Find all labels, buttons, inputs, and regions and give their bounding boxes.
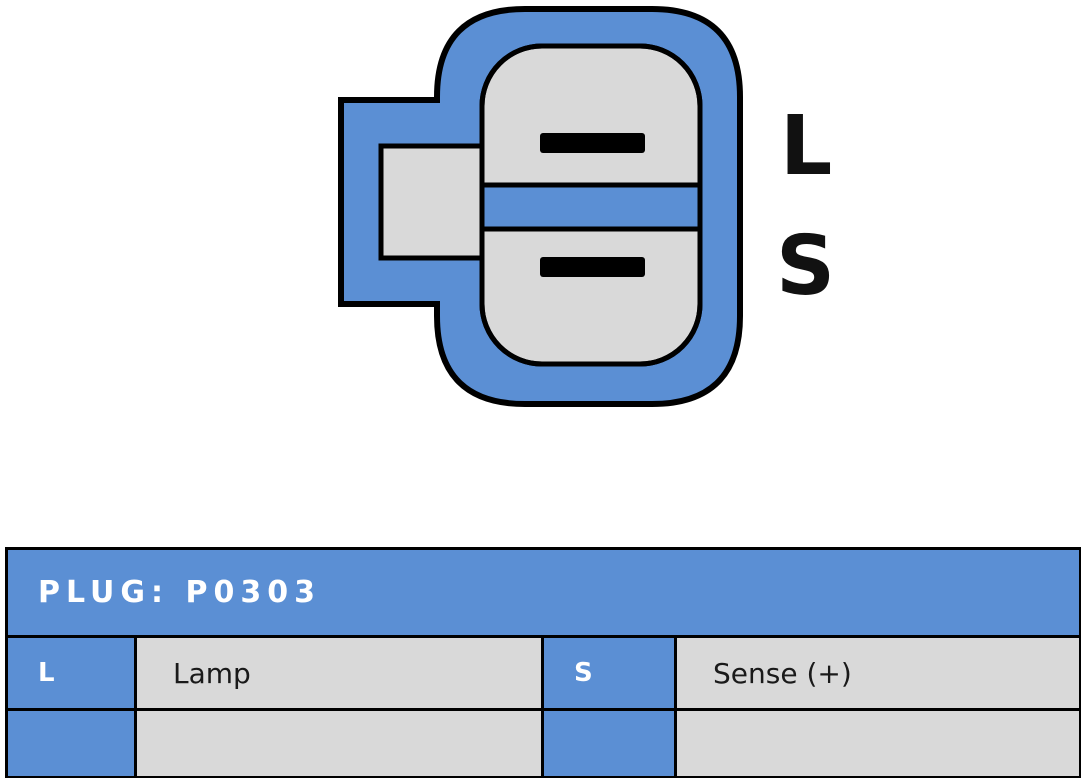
pin-row: L Lamp S Sense (+) xyxy=(8,635,1079,708)
pin-key-cell xyxy=(8,711,134,776)
pin-slot-top xyxy=(540,133,645,153)
pin-desc-cell xyxy=(674,711,1079,776)
pin-key-cell xyxy=(541,711,674,776)
plug-title: PLUG: P0303 xyxy=(8,550,1079,635)
divider-band xyxy=(482,182,700,232)
pin-letter-s: S xyxy=(776,219,836,314)
pin-slot-bottom xyxy=(540,257,645,277)
connector-diagram xyxy=(338,6,743,407)
pin-desc-cell xyxy=(134,711,541,776)
key-block xyxy=(378,143,485,261)
plug-table: PLUG: P0303 L Lamp S Sense (+) xyxy=(5,547,1081,778)
pin-letter-l: L xyxy=(780,99,833,194)
pin-key-cell: L xyxy=(8,638,134,708)
pin-desc-cell: Sense (+) xyxy=(674,638,1079,708)
pin-desc-cell: Lamp xyxy=(134,638,541,708)
empty-row xyxy=(8,708,1079,776)
terminal-cavity-outline xyxy=(479,43,703,367)
pin-key-cell: S xyxy=(541,638,674,708)
